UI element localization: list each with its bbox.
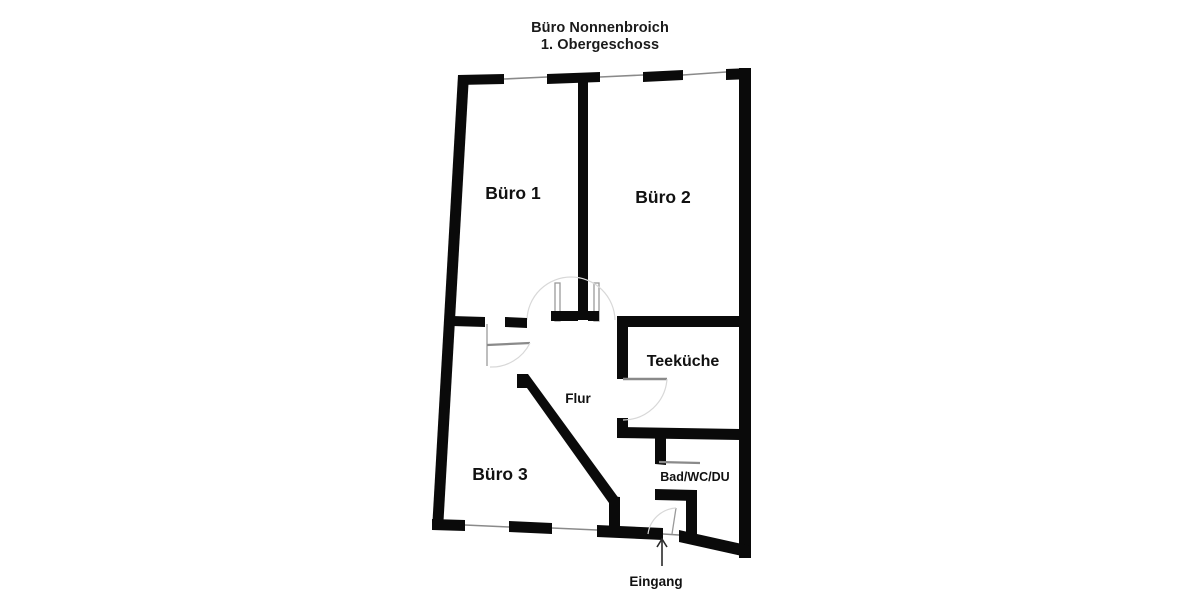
interior-wall-buero1-stub-right	[505, 317, 527, 328]
teekueche-corner-chamfer	[617, 418, 628, 437]
room-label-bad-wc-du: Bad/WC/DU	[660, 470, 729, 484]
exterior-wall-bottom-segment-1	[432, 519, 465, 531]
room-label-buero-1: Büro 1	[485, 183, 541, 203]
room-label-buero-2: Büro 2	[635, 187, 691, 207]
exterior-wall-top-segment-3	[643, 70, 683, 82]
room-label-buero-3: Büro 3	[472, 464, 528, 484]
exterior-wall-bottom-segment-3	[597, 525, 663, 540]
exterior-wall-top-segment-4	[726, 68, 751, 80]
door-sill-bad-wc-du	[658, 460, 701, 465]
interior-wall-teekueche-bottom	[617, 427, 740, 440]
interior-wall-central	[578, 75, 588, 320]
annotation-eingang: Eingang	[629, 574, 682, 589]
exterior-wall-left	[432, 75, 469, 530]
window-bottom-1	[464, 524, 510, 528]
room-label-flur: Flur	[565, 391, 591, 406]
room-label-teekueche: Teeküche	[647, 353, 720, 370]
door-leaf-eingang	[671, 507, 677, 535]
plan-title-line-1: Büro Nonnenbroich	[531, 20, 669, 36]
interior-wall-buero3-vertical	[609, 496, 620, 533]
exterior-wall-top-segment-2	[547, 72, 600, 84]
entrance-threshold	[662, 533, 680, 536]
central-wall-foot-right	[588, 311, 599, 321]
door-swing-arc-buero-1	[489, 342, 531, 368]
interior-wall-vestibule-right	[686, 490, 697, 534]
door-swing-arc-central	[526, 276, 572, 321]
window-top-2	[599, 74, 644, 78]
entrance-arrow-head	[656, 537, 668, 548]
interior-wall-bad-bottom	[655, 489, 696, 501]
exterior-wall-bottom-segment-4	[679, 530, 751, 558]
door-swing-arc-teekueche	[622, 378, 668, 421]
window-top-1	[503, 76, 548, 80]
central-wall-foot-left	[551, 311, 578, 321]
plan-title: Büro Nonnenbroich 1. Obergeschoss	[0, 20, 1200, 54]
interior-wall-buero1-stub-left	[452, 316, 485, 327]
diagonal-wall-top-cap	[517, 374, 528, 388]
interior-wall-teekueche-top	[617, 316, 740, 327]
exterior-wall-top-segment-1	[458, 74, 504, 85]
interior-wall-bad-left-upper	[655, 433, 666, 465]
plan-title-line-2: 1. Obergeschoss	[540, 37, 660, 53]
exterior-wall-right	[739, 68, 751, 558]
door-sill-buero-1	[486, 341, 531, 347]
interior-wall-teekueche-left-upper	[617, 316, 628, 379]
window-top-3	[682, 71, 727, 76]
door-swing-arc-eingang	[647, 507, 677, 535]
window-bottom-2	[551, 527, 598, 531]
exterior-wall-bottom-segment-2	[509, 521, 552, 534]
interior-wall-diagonal-buero3	[517, 374, 620, 503]
door-swing-arc-central-2	[570, 276, 616, 321]
